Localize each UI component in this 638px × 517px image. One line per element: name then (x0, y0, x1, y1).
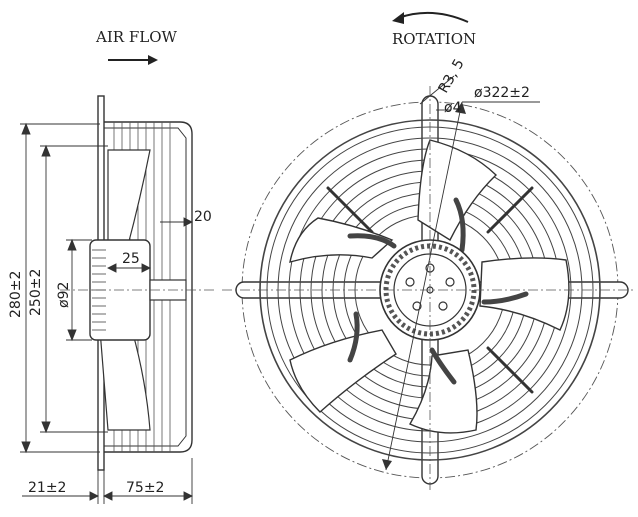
dim-hub-depth: 25 (122, 251, 140, 267)
front-hub-holes (405, 263, 455, 311)
front-blade-ribs (347, 197, 529, 385)
dim-height-guard: 250±2 (28, 269, 44, 316)
dim-bottom-depth: 75±2 (126, 480, 164, 496)
side-blade-profile (107, 149, 151, 246)
air-flow-arrow-icon (108, 55, 158, 65)
blade-3 (409, 349, 478, 434)
rotation-label: ROTATION (392, 30, 476, 48)
front-view (222, 75, 636, 490)
dim-bottom-left: 21±2 (28, 480, 66, 496)
side-guard-outline (104, 121, 193, 453)
dim-outer-diameter: ø322±2 (474, 85, 530, 101)
dim-mount-radius: R3, 5 (436, 56, 468, 96)
blade-5 (289, 217, 394, 263)
dim-hub-diameter: ø92 (56, 282, 72, 308)
dim-height-total: 280±2 (8, 271, 24, 318)
dim-hole-diameter: ø4 (444, 100, 462, 116)
side-view (60, 95, 215, 471)
blade-4 (289, 329, 397, 413)
rotation-arrow-icon (392, 11, 469, 24)
front-diameter-leader (385, 101, 463, 471)
air-flow-label: AIR FLOW (95, 28, 177, 46)
dim-guard-offset: 20 (194, 209, 212, 225)
side-blade-profile-lower (99, 329, 151, 431)
blade-1 (417, 139, 498, 242)
side-dimension-lines (20, 122, 194, 504)
side-motor-fins (92, 249, 106, 331)
